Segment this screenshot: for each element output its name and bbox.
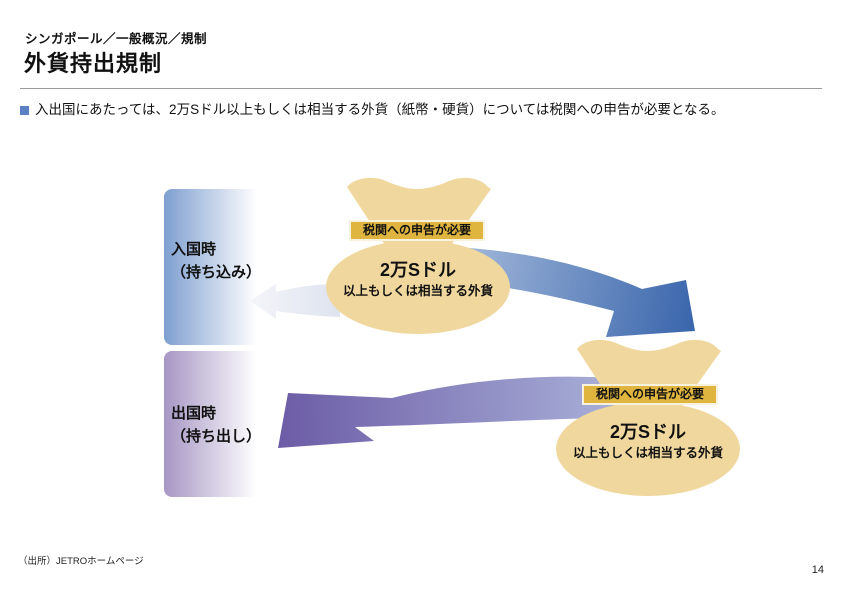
summary-text: 入出国にあたっては、2万Sドル以上もしくは相当する外貨（紙幣・硬貨）については税… [35, 102, 725, 117]
page-title: 外貨持出規制 [24, 51, 163, 76]
exit-bag-caption: 以上もしくは相当する外貨 [572, 446, 723, 460]
entry-bag-amount: 2万Sドル [379, 260, 457, 280]
exit-flow-arrow [278, 376, 666, 448]
page-number: 14 [811, 564, 824, 576]
exit-box-line2: （持ち出し） [171, 428, 262, 445]
breadcrumb: シンガポール／一般概況／規制 [25, 32, 208, 46]
exit-customs-badge: 税関への申告が必要 [582, 384, 718, 405]
entry-box [164, 189, 265, 345]
source-note: （出所）JETROホームページ [18, 556, 144, 567]
entry-box-line1: 入国時 [171, 241, 217, 258]
entry-box-label: 入国時 （持ち込み） [171, 238, 261, 284]
title-divider [20, 88, 822, 89]
entry-customs-badge: 税関への申告が必要 [349, 220, 485, 241]
exit-bag-amount: 2万Sドル [609, 422, 687, 442]
exit-box-line1: 出国時 [171, 405, 217, 422]
exit-box-label: 出国時 （持ち出し） [171, 402, 261, 448]
bullet-square-icon [20, 106, 29, 115]
entry-faint-arrow [250, 284, 340, 319]
entry-bag-caption: 以上もしくは相当する外貨 [342, 284, 493, 298]
exit-box [164, 351, 265, 497]
entry-box-line2: （持ち込み） [171, 264, 262, 281]
